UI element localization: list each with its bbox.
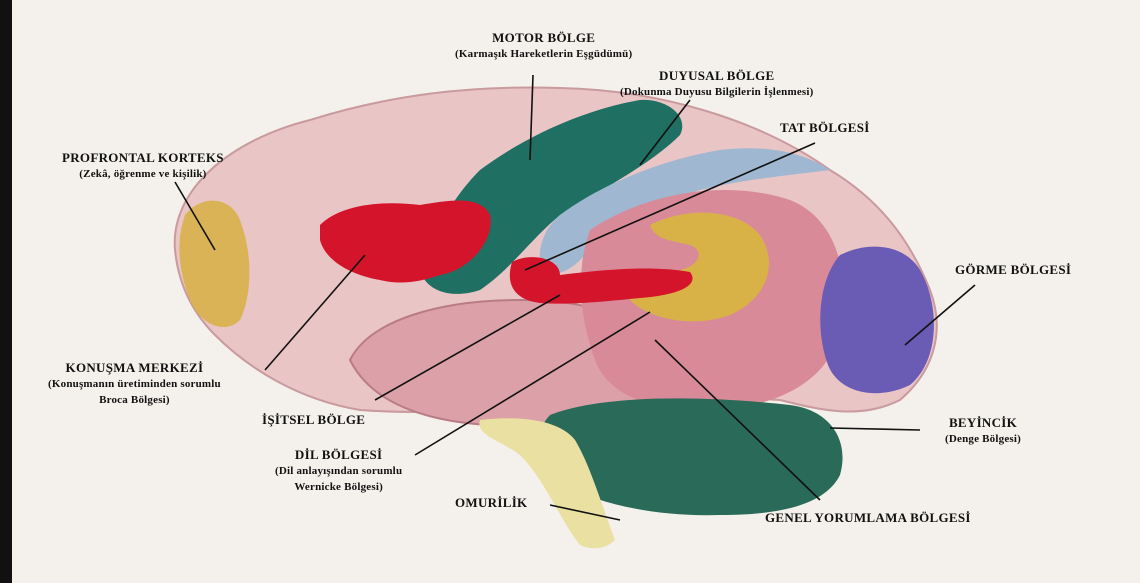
label-isitsel-title: İŞİTSEL BÖLGE: [262, 412, 365, 427]
label-motor: MOTOR BÖLGE (Karmaşık Hareketlerin Eşgüd…: [455, 30, 632, 62]
label-prefrontal-sub: (Zekâ, öğrenme ve kişilik): [62, 166, 224, 182]
label-beyincik: BEYİNCİK (Denge Bölgesi): [945, 415, 1021, 447]
label-dil-sub2: Wernicke Bölgesi): [275, 479, 402, 495]
label-motor-sub: (Karmaşık Hareketlerin Eşgüdümü): [455, 46, 632, 62]
label-omurilik: OMURİLİK: [455, 495, 527, 511]
label-gorme: GÖRME BÖLGESİ: [955, 262, 1071, 278]
label-duyusal-title: DUYUSAL BÖLGE: [659, 68, 775, 83]
label-omurilik-title: OMURİLİK: [455, 495, 527, 510]
label-tat: TAT BÖLGESİ: [780, 120, 870, 136]
prefrontal-area: [179, 201, 249, 327]
label-genel: GENEL YORUMLAMA BÖLGESİ: [765, 510, 971, 526]
label-dil: DİL BÖLGESİ (Dil anlayışından sorumlu We…: [275, 447, 402, 495]
label-beyincik-sub: (Denge Bölgesi): [945, 431, 1021, 447]
label-isitsel: İŞİTSEL BÖLGE: [262, 412, 365, 428]
label-konusma: KONUŞMA MERKEZİ (Konuşmanın üretiminden …: [48, 360, 221, 408]
label-dil-sub1: (Dil anlayışından sorumlu: [275, 463, 402, 479]
label-genel-title: GENEL YORUMLAMA BÖLGESİ: [765, 510, 971, 525]
label-gorme-title: GÖRME BÖLGESİ: [955, 262, 1071, 277]
label-tat-title: TAT BÖLGESİ: [780, 120, 870, 135]
label-dil-title: DİL BÖLGESİ: [295, 447, 382, 462]
visual-area: [820, 247, 934, 394]
label-konusma-sub2: Broca Bölgesi): [48, 392, 221, 408]
label-beyincik-title: BEYİNCİK: [949, 415, 1017, 430]
line-beyincik: [830, 428, 920, 430]
label-duyusal-sub: (Dokunma Duyusu Bilgilerin İşlenmesi): [620, 84, 814, 100]
label-konusma-sub1: (Konuşmanın üretiminden sorumlu: [48, 376, 221, 392]
label-prefrontal: PROFRONTAL KORTEKS (Zekâ, öğrenme ve kiş…: [62, 150, 224, 182]
label-motor-title: MOTOR BÖLGE: [492, 30, 595, 45]
label-konusma-title: KONUŞMA MERKEZİ: [66, 360, 204, 375]
label-duyusal: DUYUSAL BÖLGE (Dokunma Duyusu Bilgilerin…: [620, 68, 814, 100]
label-prefrontal-title: PROFRONTAL KORTEKS: [62, 150, 224, 165]
